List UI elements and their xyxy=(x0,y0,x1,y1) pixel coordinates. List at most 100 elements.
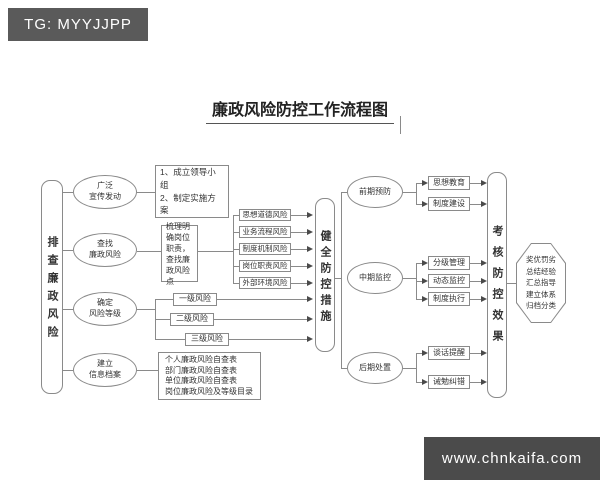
bar-assessment: 考核防控效果 xyxy=(487,172,507,398)
connector-line xyxy=(63,250,73,251)
box-risk-system: 制度机制风险 xyxy=(239,243,291,255)
ellipse-archives: 建立 信息档案 xyxy=(73,353,137,387)
connector-line xyxy=(416,353,422,354)
arrowhead xyxy=(307,246,313,252)
connector-line xyxy=(470,281,481,282)
ellipse-risk-levels: 确定 风险等级 xyxy=(73,292,137,326)
connector-line xyxy=(416,183,417,204)
connector-line xyxy=(63,309,73,310)
arrowhead xyxy=(307,212,313,218)
box-system-building: 制度建设 xyxy=(428,197,470,211)
connector-line xyxy=(155,299,173,300)
connector-line xyxy=(400,116,401,134)
connector-line xyxy=(403,368,416,369)
connector-line xyxy=(233,215,239,216)
arrowhead xyxy=(422,350,428,356)
connector-line xyxy=(341,192,342,368)
connector-line xyxy=(470,382,481,383)
connector-line xyxy=(403,192,416,193)
arrowhead xyxy=(307,280,313,286)
arrowhead xyxy=(307,263,313,269)
box-risk-position: 岗位职责风险 xyxy=(239,260,291,272)
connector-line xyxy=(416,263,422,264)
footer-watermark: www.chnkaifa.com xyxy=(424,437,600,480)
connector-line xyxy=(233,283,239,284)
box-risk-ideology: 思想道德风险 xyxy=(239,209,291,221)
connector-line xyxy=(507,283,516,284)
octagon-summary: 奖优罚劣 总结经验 汇总指导 建立体系 归档分类 xyxy=(516,243,566,323)
connector-line xyxy=(291,266,307,267)
header-badge-text: TG: MYYJJPP xyxy=(24,16,132,33)
ellipse-mid-monitoring: 中期监控 xyxy=(347,262,403,294)
box-dynamic-monitoring: 动态监控 xyxy=(428,274,470,288)
box-graded-management: 分级管理 xyxy=(428,256,470,270)
connector-line xyxy=(229,339,309,340)
connector-line xyxy=(416,281,422,282)
connector-line xyxy=(137,370,158,371)
arrowhead xyxy=(481,180,487,186)
connector-line xyxy=(137,192,155,193)
connector-line xyxy=(470,204,481,205)
connector-line xyxy=(403,278,416,279)
connector-line xyxy=(214,319,309,320)
box-level-1: 一级风险 xyxy=(173,293,217,306)
box-leadership-plan: 1、成立领导小组 2、制定实施方案 xyxy=(155,165,229,218)
box-system-enforcement: 制度执行 xyxy=(428,292,470,306)
connector-line xyxy=(233,266,239,267)
arrowhead xyxy=(481,201,487,207)
box-risk-process: 业务流程风险 xyxy=(239,226,291,238)
connector-line xyxy=(233,232,239,233)
connector-line xyxy=(416,204,422,205)
connector-line xyxy=(63,192,73,193)
arrowhead xyxy=(422,379,428,385)
bar-risk-screening: 排查廉政风险 xyxy=(41,180,63,394)
header-badge: TG: MYYJJPP xyxy=(8,8,148,41)
connector-line xyxy=(341,192,347,193)
arrowhead xyxy=(422,180,428,186)
arrowhead xyxy=(422,296,428,302)
diagram-title: 廉政风险防控工作流程图 xyxy=(0,96,600,124)
connector-line xyxy=(155,339,185,340)
arrowhead xyxy=(481,260,487,266)
box-reminder-talk: 谈话提醒 xyxy=(428,346,470,360)
arrowhead xyxy=(422,201,428,207)
arrowhead xyxy=(307,316,313,322)
connector-line xyxy=(341,368,347,369)
ellipse-late-disposal: 后期处置 xyxy=(347,352,403,384)
connector-line xyxy=(416,353,417,382)
connector-line xyxy=(291,249,307,250)
box-archive-list: 个人廉政风险自查表 部门廉政风险自查表 单位廉政风险自查表 岗位廉政风险及等级目… xyxy=(158,352,261,400)
connector-line xyxy=(291,232,307,233)
bar-control-measures: 健全防控措施 xyxy=(315,198,335,352)
connector-line xyxy=(470,183,481,184)
octagon-summary-text: 奖优罚劣 总结经验 汇总指导 建立体系 归档分类 xyxy=(517,244,565,322)
arrowhead xyxy=(307,229,313,235)
connector-line xyxy=(470,299,481,300)
box-risk-environment: 外部环境风险 xyxy=(239,277,291,289)
connector-line xyxy=(470,353,481,354)
box-admonition-correction: 诫勉纠错 xyxy=(428,375,470,389)
connector-line xyxy=(291,215,307,216)
arrowhead xyxy=(481,296,487,302)
arrowhead xyxy=(481,379,487,385)
connector-line xyxy=(416,382,422,383)
connector-line xyxy=(416,299,422,300)
box-sort-duties: 梳理明确岗位职责，查找廉政风险点 xyxy=(161,222,198,286)
arrowhead xyxy=(481,278,487,284)
ellipse-publicity: 广泛 宣传发动 xyxy=(73,175,137,209)
connector-line xyxy=(416,183,422,184)
connector-line xyxy=(335,278,341,279)
connector-line xyxy=(155,319,170,320)
arrowhead xyxy=(422,260,428,266)
ellipse-early-prevention: 前期预防 xyxy=(347,176,403,208)
footer-site-text: www.chnkaifa.com xyxy=(441,450,583,467)
connector-line xyxy=(233,249,239,250)
connector-line xyxy=(470,263,481,264)
arrowhead xyxy=(422,278,428,284)
box-ideology-education: 思想教育 xyxy=(428,176,470,190)
arrowhead xyxy=(307,296,313,302)
connector-line xyxy=(63,370,73,371)
ellipse-find-risks: 查找 廉政风险 xyxy=(73,233,137,267)
connector-line xyxy=(137,309,155,310)
box-level-3: 三级风险 xyxy=(185,333,229,346)
